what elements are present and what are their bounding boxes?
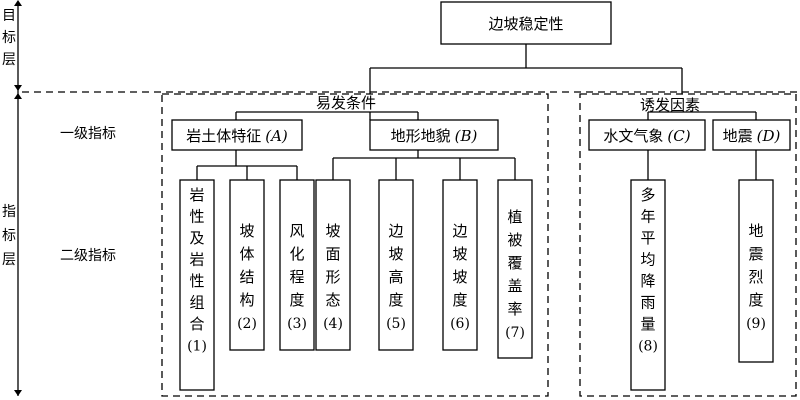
second-level-label: 植被覆盖率(7) bbox=[505, 208, 525, 341]
susceptible-title: 易发条件 bbox=[316, 94, 376, 112]
first-level-label: 地震(D) bbox=[723, 127, 781, 145]
second-level-connectors bbox=[196, 150, 757, 180]
second-level-box bbox=[279, 179, 315, 351]
axis-arrow-mid-up bbox=[14, 93, 22, 99]
first-level-node: 岩土体特征(A) bbox=[171, 119, 303, 151]
second-level-label: 岩性及岩性组合(1) bbox=[187, 186, 207, 355]
first-level-box bbox=[171, 119, 303, 151]
second-level-node: 风化程度(3) bbox=[279, 179, 315, 351]
level2-label: 二级指标 bbox=[60, 248, 116, 264]
second-level-box bbox=[378, 179, 414, 351]
susceptible-group-box bbox=[161, 93, 549, 397]
second-level-nodes: 岩性及岩性组合(1) 坡体结构(2) 风化程度(3) 坡面形态(4) 边坡高度(5) 边坡… bbox=[179, 179, 774, 391]
second-level-label: 坡体结构(2) bbox=[237, 222, 257, 332]
level1-label: 一级指标 bbox=[60, 126, 116, 142]
second-level-box bbox=[497, 179, 533, 359]
first-level-code: (A) bbox=[265, 127, 288, 145]
second-level-box bbox=[738, 179, 774, 363]
second-level-label: 地震烈度(9) bbox=[746, 222, 766, 332]
second-level-label: 边坡坡度(6) bbox=[450, 222, 470, 332]
second-level-label: 风化程度(3) bbox=[287, 222, 307, 332]
first-level-node: 地震(D) bbox=[712, 119, 791, 151]
second-level-node: 多年平均降雨量(8) bbox=[630, 179, 666, 391]
second-level-box bbox=[315, 179, 351, 351]
second-level-node: 地震烈度(9) bbox=[738, 179, 774, 363]
first-level-code: (C) bbox=[667, 127, 690, 145]
second-level-node: 岩性及岩性组合(1) bbox=[179, 179, 215, 391]
first-level-name: 水文气象 bbox=[603, 127, 663, 145]
second-level-box bbox=[179, 179, 215, 391]
first-level-name: 岩土体特征 bbox=[186, 127, 261, 145]
second-level-label: 边坡高度(5) bbox=[386, 222, 406, 332]
first-level-code: (D) bbox=[757, 127, 781, 145]
first-level-node: 水文气象(C) bbox=[588, 119, 706, 151]
second-level-box bbox=[442, 179, 478, 351]
top-node bbox=[440, 1, 612, 45]
first-level-nodes: 岩土体特征(A) 地形地貌(B) 水文气象(C) 地震(D) bbox=[171, 119, 791, 151]
first-level-code: (B) bbox=[455, 127, 478, 145]
first-level-label: 水文气象(C) bbox=[603, 127, 690, 145]
second-level-label: 坡面形态(4) bbox=[323, 222, 343, 332]
second-level-node: 植被覆盖率(7) bbox=[497, 179, 533, 359]
layer-axis: 目标层 指标层 bbox=[2, 0, 22, 396]
top-node-label: 边坡稳定性 bbox=[488, 15, 563, 33]
second-level-node: 边坡高度(5) bbox=[378, 179, 414, 351]
second-level-label: 多年平均降雨量(8) bbox=[638, 186, 658, 355]
second-level-box bbox=[229, 179, 265, 351]
triggering-title: 诱发因素 bbox=[640, 96, 700, 114]
second-level-node: 边坡坡度(6) bbox=[442, 179, 478, 351]
second-level-node: 坡面形态(4) bbox=[315, 179, 351, 351]
second-level-box bbox=[630, 179, 666, 391]
first-level-node: 地形地貌(B) bbox=[369, 119, 499, 151]
first-level-box bbox=[369, 119, 499, 151]
first-level-label: 岩土体特征(A) bbox=[186, 127, 288, 145]
axis-arrow-bottom bbox=[14, 390, 22, 396]
target-layer-label: 目标层 bbox=[2, 8, 16, 68]
axis-arrow-mid-down bbox=[14, 85, 22, 91]
first-level-label: 地形地貌(B) bbox=[391, 127, 478, 145]
first-level-name: 地形地貌 bbox=[391, 127, 451, 145]
axis-arrow-top bbox=[14, 0, 22, 6]
first-level-name: 地震 bbox=[723, 127, 753, 145]
indicator-layer-label: 指标层 bbox=[2, 204, 16, 268]
second-level-node: 坡体结构(2) bbox=[229, 179, 265, 351]
first-level-box bbox=[588, 119, 706, 151]
triggering-group-box bbox=[579, 93, 797, 397]
first-level-box bbox=[712, 119, 791, 151]
